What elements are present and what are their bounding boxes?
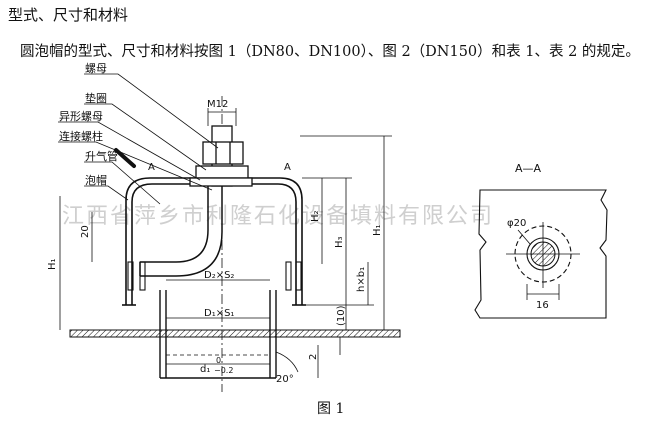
dim-d1-tol-lower: −0.2 (214, 366, 233, 375)
label-special-nut: 异形螺母 (59, 110, 103, 123)
section-view: A—A φ20 16 (474, 162, 608, 319)
dim-ten: (10) (336, 305, 347, 326)
dimension-lines (59, 108, 392, 378)
riser-pipe (159, 290, 277, 379)
section-heading: 型式、尺寸和材料 (8, 6, 129, 24)
dim-d1: d₁ (200, 364, 210, 375)
stud-and-nut (189, 125, 253, 187)
label-stud: 连接螺柱 (59, 129, 103, 143)
label-washer: 垫圈 (85, 91, 107, 105)
tray-plate (69, 329, 401, 338)
section-diameter: φ20 (507, 218, 526, 229)
dim-angle: 20° (276, 374, 294, 385)
section-arrow (114, 148, 136, 168)
dimension-labels: M12 A A 20 H₁ H₂ H₃ h×b₁ H₁ (10) 2 D₂×S₂… (47, 99, 383, 385)
spec-paragraph: 圆泡帽的型式、尺寸和材料按图 1（DN80、DN100）、图 2（DN150）和… (20, 44, 640, 60)
label-cap: 泡帽 (85, 173, 107, 187)
dim-d2s2: D₂×S₂ (204, 270, 234, 281)
section-mark-right: A (284, 162, 291, 173)
dim-h1-left: H₁ (47, 258, 58, 270)
label-riser: 升气管 (85, 149, 118, 163)
figure-caption: 图 1 (317, 401, 345, 417)
section-title: A—A (515, 162, 542, 175)
dim-h3: H₃ (334, 236, 345, 248)
bubble-cap-body (122, 177, 306, 306)
dim-d1-tol-upper: 0 (216, 356, 221, 365)
company-watermark: 江西省萍乡市利隆石化设备填料有限公司 (62, 204, 495, 229)
dim-20: 20 (80, 225, 91, 238)
dim-hb: h×b₁ (356, 267, 367, 292)
section-mark-left: A (148, 162, 155, 173)
section-width: 16 (536, 300, 549, 311)
dim-thread: M12 (207, 99, 228, 110)
vent-tube (139, 186, 223, 277)
dim-h2: H₂ (310, 210, 321, 222)
leader-lines (58, 73, 219, 205)
dim-h1-right: H₁ (372, 224, 383, 236)
part-labels: 螺母 垫圈 异形螺母 连接螺柱 升气管 泡帽 (59, 62, 118, 187)
label-nut: 螺母 (85, 62, 107, 75)
angle-arc (275, 351, 299, 373)
dim-d1s1: D₁×S₁ (204, 308, 234, 319)
dim-two: 2 (308, 354, 319, 360)
